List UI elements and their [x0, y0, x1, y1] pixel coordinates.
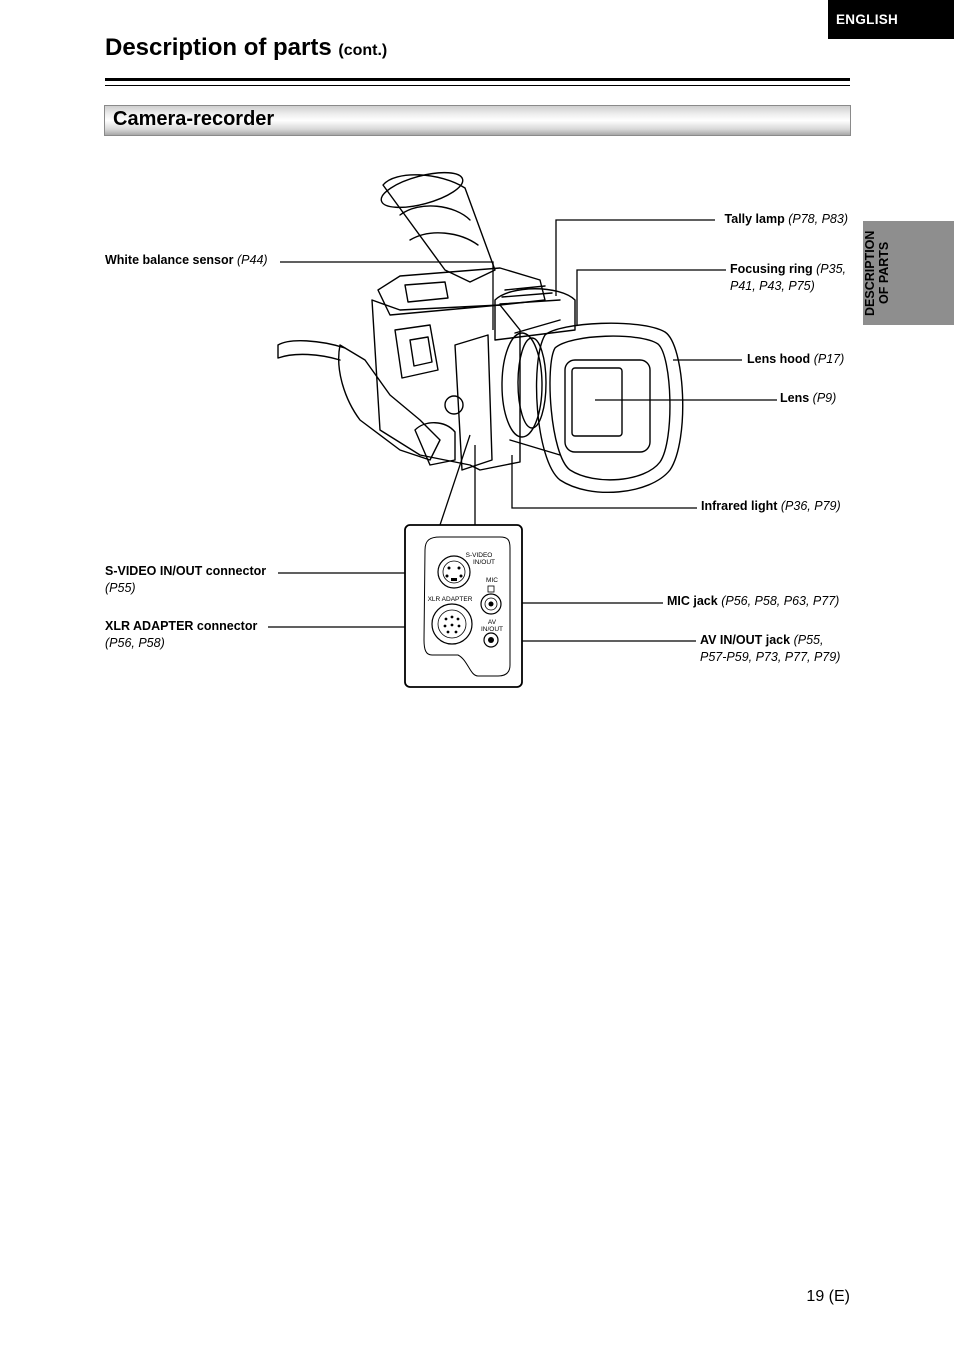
leader-lines — [268, 219, 777, 642]
panel-mic-label: MIC — [486, 577, 498, 584]
side-tab — [863, 221, 954, 325]
label-mic-ref: (P56, P58, P63, P77) — [721, 594, 840, 608]
label-mic-name: MIC jack — [667, 594, 718, 608]
camera-body-drawing — [277, 171, 684, 494]
label-lens-ref: (P9) — [812, 391, 837, 405]
label-infrared-ref: (P36, P79) — [780, 499, 841, 513]
label-lens-hood: Lens hood (P17) — [747, 351, 844, 368]
camera-illustration: S-VIDEO IN/OUT MIC XLR ADAPTER AV IN/OUT — [268, 171, 777, 688]
label-focusing-ref1: (P35, — [816, 262, 847, 276]
label-lens-hood-ref: (P17) — [813, 352, 845, 366]
label-xlr-name: XLR ADAPTER connector — [105, 619, 258, 633]
label-tally-name: Tally lamp — [724, 212, 785, 226]
label-white-balance-name: White balance sensor — [105, 253, 234, 267]
connector-panel: S-VIDEO IN/OUT MIC XLR ADAPTER AV IN/OUT — [404, 524, 523, 688]
label-focusing-ring: Focusing ring (P35,P41, P43, P75) — [730, 261, 846, 295]
label-lens-hood-name: Lens hood — [747, 352, 811, 366]
page-title-text: Description of parts — [105, 34, 332, 61]
label-infrared-name: Infrared light — [701, 499, 778, 513]
panel-xlr-label: XLR ADAPTER — [428, 596, 473, 603]
label-infrared-light: Infrared light (P36, P79) — [701, 498, 841, 515]
xlr-connector — [431, 603, 473, 645]
label-av-name: AV IN/OUT jack — [700, 633, 791, 647]
leader-tally — [555, 219, 715, 296]
label-focusing-name: Focusing ring — [730, 262, 813, 276]
label-svideo-ref: (P55) — [105, 581, 136, 595]
av-jack — [483, 632, 499, 648]
label-focusing-ref2: P41, P43, P75) — [730, 279, 815, 293]
label-svideo-name: S-VIDEO IN/OUT connector — [105, 564, 267, 578]
label-tally-ref: (P78, P83) — [788, 212, 848, 226]
section-bar — [104, 105, 851, 136]
page-title-suffix: (cont.) — [338, 42, 388, 59]
title-rule-thick — [105, 78, 850, 81]
label-lens: Lens (P9) — [780, 390, 836, 407]
section-title: Camera-recorder — [113, 108, 275, 130]
panel-av-label-2: IN/OUT — [481, 626, 503, 633]
language-tab: ENGLISH — [828, 0, 954, 39]
page-number: 19 (E) — [806, 1288, 850, 1305]
label-svideo-connector: S-VIDEO IN/OUT connector (P55) — [105, 563, 266, 597]
leader-infrared — [511, 455, 697, 509]
title-rule-thin — [105, 85, 850, 86]
panel-svideo-label-2: IN/OUT — [473, 559, 495, 566]
label-white-balance-sensor: White balance sensor (P44) — [105, 252, 268, 269]
svideo-connector — [437, 555, 471, 589]
label-av-jack: AV IN/OUT jack (P55, P57-P59, P73, P77, P… — [700, 632, 840, 666]
page-title: Description of parts (cont.) — [105, 34, 387, 62]
panel-svideo-label-1: S-VIDEO — [466, 552, 493, 559]
mic-jack — [480, 593, 502, 615]
label-xlr-ref: (P56, P58) — [105, 636, 165, 650]
label-av-ref2: P57-P59, P73, P77, P79) — [700, 650, 841, 664]
label-mic-jack: MIC jack (P56, P58, P63, P77) — [667, 593, 839, 610]
label-white-balance-ref: (P44) — [237, 253, 268, 267]
leader-focusing — [576, 269, 726, 325]
label-av-ref1: (P55, — [793, 633, 824, 647]
leader-white-balance — [280, 261, 494, 330]
label-xlr-adapter-connector: XLR ADAPTER connector (P56, P58) — [105, 618, 257, 652]
callout-left — [439, 434, 471, 526]
panel-av-label-1: AV — [488, 619, 497, 626]
label-tally-lamp: Tally lamp (P78, P83) — [600, 211, 848, 228]
label-lens-name: Lens — [780, 391, 810, 405]
